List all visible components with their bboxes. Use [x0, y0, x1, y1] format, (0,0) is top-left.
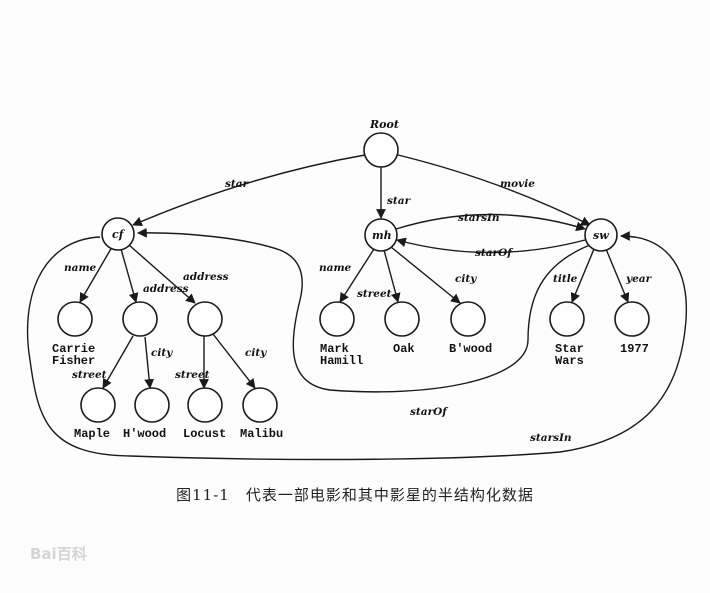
mh-node: [364, 218, 398, 252]
edge-mh-name: [339, 248, 375, 303]
label-addr2-city: city: [245, 347, 267, 359]
label-sw-year: year: [625, 273, 653, 285]
label-curve-starsIn: starsIn: [530, 432, 572, 444]
year-node: [614, 301, 650, 337]
address2-node: [187, 301, 223, 337]
label-root-sw: movie: [500, 178, 535, 190]
label-addr1-city: city: [151, 347, 173, 359]
mh-label: mh: [372, 229, 392, 242]
carrie-fisher-node: [57, 301, 93, 337]
label-mh-street: street: [357, 288, 392, 300]
year-text: 1977: [620, 342, 649, 356]
label-mh-name: name: [319, 262, 352, 274]
label-root-cf: star: [225, 178, 250, 190]
edge-addr1-street: [102, 335, 134, 389]
wars-text: Wars: [555, 354, 584, 368]
label-cf-address1: address: [143, 283, 189, 295]
label-cf-address2: address: [183, 271, 229, 283]
label-addr2-street: street: [175, 369, 210, 381]
mark-text: Mark: [320, 342, 349, 356]
maple-node: [80, 387, 116, 423]
root-node: [363, 132, 399, 168]
edge-sw-mh: [396, 237, 586, 254]
edge-root-sw: [397, 154, 591, 226]
label-mh-sw: starsIn: [458, 212, 500, 224]
locust-text: Locust: [183, 427, 226, 441]
cf-node: [101, 217, 135, 251]
edge-sw-title: [570, 248, 595, 303]
hwood-node: [134, 387, 170, 423]
maple-text: Maple: [74, 427, 110, 441]
mark-hamill-node: [319, 301, 355, 337]
sw-label: sw: [593, 229, 609, 242]
label-sw-title: title: [553, 273, 578, 285]
label-curve-starOf: starOf: [410, 406, 449, 418]
loop-curves: [26, 227, 688, 461]
label-addr1-street: street: [72, 369, 107, 381]
star-wars-node: [549, 301, 585, 337]
baidu-watermark: Bai百科: [30, 545, 87, 563]
edges: [79, 154, 630, 389]
hamill-text: Hamill: [320, 354, 363, 368]
cf-label: cf: [112, 228, 126, 241]
edge-mh-city: [390, 246, 461, 304]
oak-node: [384, 301, 420, 337]
edge-root-cf: [132, 154, 366, 227]
malibu-text: Malibu: [240, 427, 283, 441]
semistructured-data-graph: star star movie starsIn starOf name addr…: [26, 118, 688, 461]
edge-addr1-city: [144, 336, 155, 389]
fisher-text: Fisher: [52, 354, 95, 368]
label-cf-name: name: [64, 262, 97, 274]
edge-mh-sw: [395, 213, 586, 232]
edge-labels: star star movie starsIn starOf name addr…: [64, 178, 653, 444]
bwood-text: B'wood: [449, 342, 492, 356]
leaf-nodes: [57, 301, 650, 423]
edge-cf-address1: [120, 248, 139, 303]
label-root-mh: star: [387, 195, 412, 207]
locust-node: [187, 387, 223, 423]
edge-cf-address2: [128, 244, 196, 304]
bwood-node: [450, 301, 486, 337]
label-mh-city: city: [455, 273, 477, 285]
curve-starOf: [137, 227, 591, 393]
object-nodes: Root cf mh sw: [101, 118, 618, 252]
carrie-text: Carrie: [52, 342, 95, 356]
figure-caption: 图11-1 代表一部电影和其中影星的半结构化数据: [176, 486, 534, 504]
star-text: Star: [555, 342, 584, 356]
root-label: Root: [369, 118, 399, 131]
label-sw-mh: starOf: [475, 247, 514, 259]
oak-text: Oak: [393, 342, 415, 356]
edge-cf-name: [79, 246, 113, 303]
curve-starsIn: [26, 231, 688, 461]
leaf-values: Carrie Fisher Maple H'wood Locust Malibu…: [52, 342, 649, 441]
edge-sw-year: [605, 248, 630, 303]
edge-addr2-city: [212, 333, 256, 389]
sw-node: [584, 218, 618, 252]
hwood-text: H'wood: [123, 427, 166, 441]
address1-node: [122, 301, 158, 337]
malibu-node: [242, 387, 278, 423]
edge-mh-street: [383, 249, 401, 303]
